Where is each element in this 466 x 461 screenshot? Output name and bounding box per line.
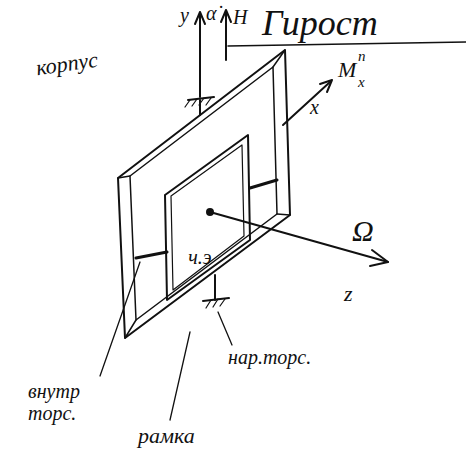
axis-label: x [310, 96, 319, 118]
moment-superscript: п [358, 48, 366, 65]
frame-label: рамка [138, 424, 195, 448]
housing-label: корпус [35, 48, 100, 81]
moment-label: M [338, 58, 356, 82]
moment-subscript: x [358, 74, 365, 91]
sensing-element: ч.э [172, 240, 228, 274]
axis-label: z [344, 282, 353, 306]
element-label: ч.э [188, 246, 211, 269]
rate-label: α̇ [206, 2, 217, 24]
inner-torsion-label: внутр торс. [28, 380, 108, 424]
outer-torsion-label: нар.торс. [228, 346, 311, 368]
momentum-label: H [233, 6, 247, 28]
angular-velocity-label: Ω [352, 214, 374, 247]
sketch-title: Гирост [262, 4, 378, 44]
axis-label: y [180, 4, 189, 26]
